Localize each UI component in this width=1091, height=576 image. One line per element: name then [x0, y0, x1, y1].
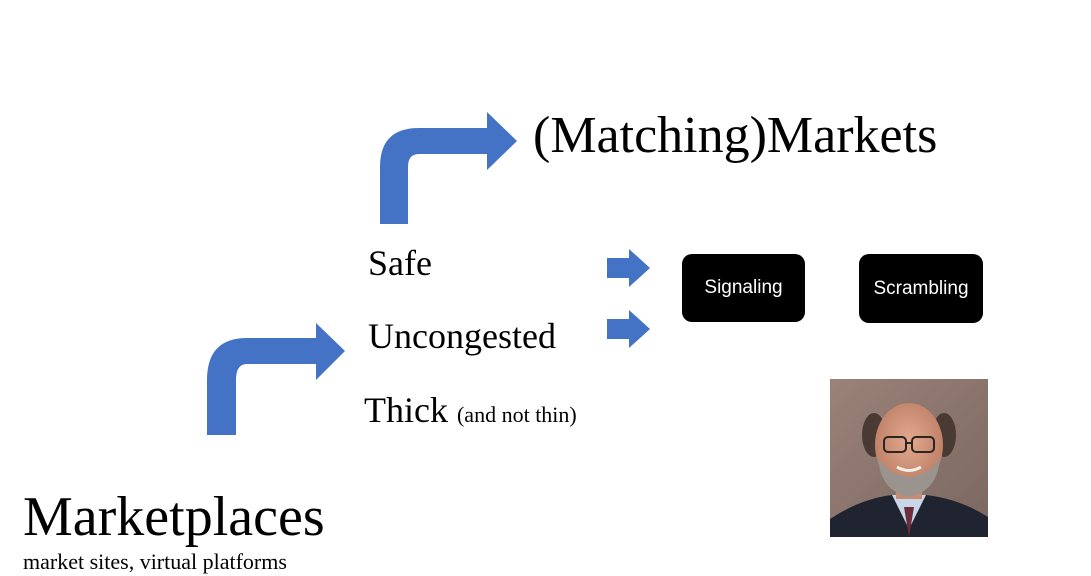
bent-arrow-lower-icon	[207, 323, 345, 435]
scrambling-label: Scrambling	[873, 277, 969, 299]
feature-thick: Thick (and not thin)	[364, 390, 577, 435]
heading-matching-markets: (Matching)Markets	[533, 107, 938, 164]
feature-thick-label: Thick	[364, 390, 448, 430]
bent-arrow-upper-icon	[380, 112, 517, 224]
portrait-photo	[830, 379, 988, 537]
signaling-tag: Signaling	[682, 254, 805, 322]
scrambling-tag: Scrambling	[859, 254, 983, 323]
feature-uncongested: Uncongested	[368, 316, 556, 356]
right-arrow-uncongested-icon	[607, 310, 650, 348]
feature-safe: Safe	[368, 243, 432, 283]
feature-thick-note: (and not thin)	[456, 402, 577, 427]
signaling-label: Signaling	[704, 277, 783, 298]
right-arrow-safe-icon	[607, 249, 650, 287]
marketplaces-title: Marketplaces	[23, 486, 325, 548]
marketplaces-subtitle: market sites, virtual platforms	[23, 549, 287, 574]
